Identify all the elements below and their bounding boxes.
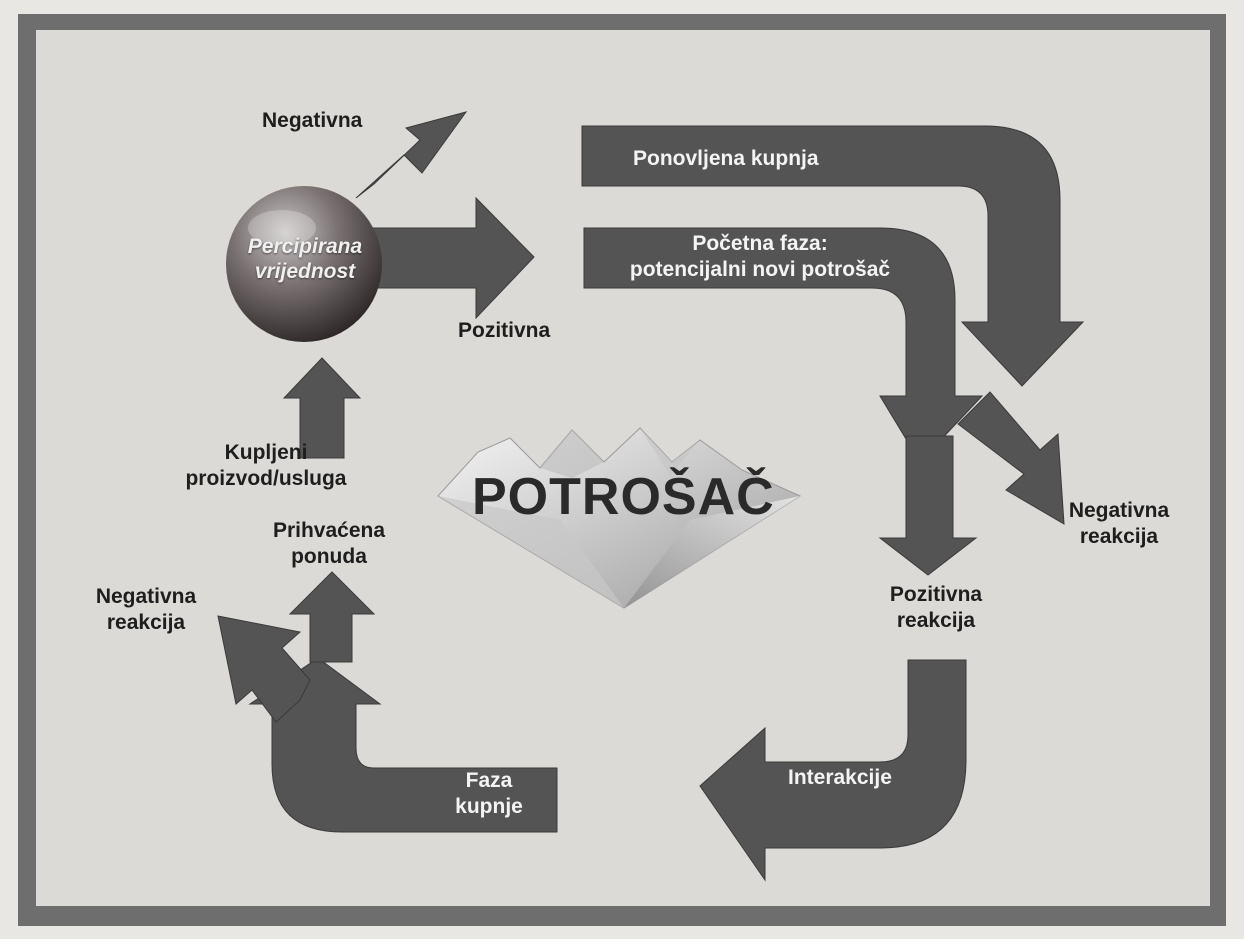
- label-pocetna-faza-line-1: Početna faza:: [692, 232, 828, 255]
- arrow-to-pozitivna-reakcija: [878, 435, 978, 576]
- arrow-ponovljena-kupnja: [581, 125, 1085, 387]
- label-prihvacena-ponuda-line-1: Prihvaćena: [272, 519, 386, 542]
- label-pocetna-faza: Početna faza: potencijalni novi potrošač: [590, 231, 930, 283]
- arrow-to-negativna-reakcija-left: [217, 615, 311, 723]
- label-pozitivna-reakcija-line-1: Pozitivna: [889, 583, 983, 606]
- label-ponovljena-kupnja: Ponovljena kupnja: [633, 147, 819, 170]
- perceived-value-sphere: [226, 186, 382, 342]
- label-faza-kupnje-line-2: kupnje: [455, 795, 523, 818]
- label-prihvacena-ponuda-line-2: ponuda: [291, 545, 367, 568]
- label-pozitivna-reakcija: Pozitivna reakcija: [876, 582, 996, 634]
- label-pozitivna: Pozitivna: [458, 319, 551, 342]
- label-interakcije: Interakcije: [788, 766, 892, 789]
- center-title-potrosac: POTROŠAČ: [472, 468, 775, 526]
- label-negativna-reakcija-right-line-1: Negativna: [1068, 499, 1170, 522]
- label-pocetna-faza-line-2: potencijalni novi potrošač: [629, 258, 891, 281]
- label-kupljeni-proizvod-line-2: proizvod/usluga: [185, 467, 347, 490]
- label-negativna-reakcija-left-line-2: reakcija: [106, 611, 186, 634]
- label-negativna-reakcija-right: Negativna reakcija: [1064, 498, 1174, 550]
- label-kupljeni-proizvod: Kupljeni proizvod/usluga: [176, 440, 356, 492]
- label-faza-kupnje-line-1: Faza: [465, 769, 513, 792]
- label-negativna-reakcija-right-line-2: reakcija: [1079, 525, 1159, 548]
- consumer-gem-shape: [437, 427, 802, 609]
- label-negativna-top: Negativna: [262, 109, 363, 132]
- sphere-label: Percipirana vrijednost: [234, 234, 376, 284]
- arrow-pozitivna: [361, 196, 535, 320]
- arrow-prihvacena-ponuda: [288, 571, 376, 663]
- arrow-negativna-top: [355, 111, 468, 199]
- sphere-highlight: [248, 210, 316, 246]
- label-kupljeni-proizvod-line-1: Kupljeni: [224, 441, 308, 464]
- label-negativna-reakcija-left: Negativna reakcija: [86, 584, 206, 636]
- label-negativna-reakcija-left-line-1: Negativna: [95, 585, 197, 608]
- label-faza-kupnje: Faza kupnje: [434, 768, 544, 820]
- arrow-pocetna-faza: [583, 227, 984, 463]
- arrow-to-negativna-reakcija-right: [957, 391, 1065, 525]
- label-pozitivna-reakcija-line-2: reakcija: [896, 609, 976, 632]
- arrow-faza-kupnje: [248, 657, 558, 833]
- label-prihvacena-ponuda: Prihvaćena ponuda: [254, 518, 404, 570]
- sphere-label-line-1: Percipirana: [247, 235, 363, 258]
- arrow-interakcije: [699, 659, 967, 882]
- arrow-kupljeni-proizvod: [282, 357, 362, 459]
- sphere-label-line-2: vrijednost: [254, 260, 356, 283]
